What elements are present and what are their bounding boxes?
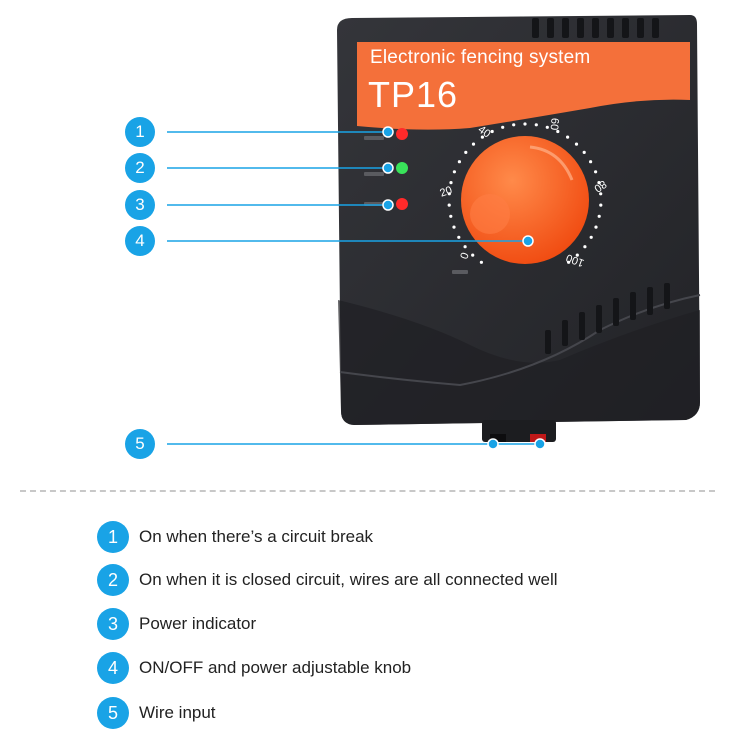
lower-vents [545, 283, 670, 354]
dial-scale-dot [545, 125, 549, 129]
dial-scale-dot [480, 135, 484, 139]
wire-terminals [482, 420, 556, 442]
dial-scale-dot [471, 142, 476, 146]
legend-item-3: 3 Power indicator [97, 608, 256, 640]
power-led [396, 198, 408, 210]
legend-item-5: 5 Wire input [97, 697, 216, 729]
dial-scale-dot [523, 122, 527, 126]
dial-scale-dot [594, 170, 598, 174]
legend-text-3: Power indicator [139, 614, 257, 633]
legend-text-4: ON/OFF and power adjustable knob [139, 658, 412, 677]
dial-scale-dot [597, 181, 601, 185]
callout-badge-1: 1 [125, 117, 155, 147]
dial-scale-dot [589, 235, 593, 239]
legend-badge-5: 5 [97, 697, 129, 729]
legend-item-4: 4 ON/OFF and power adjustable knob [97, 652, 411, 684]
legend-badge-2: 2 [97, 564, 129, 596]
dial-scale-dot [594, 225, 598, 229]
dial-scale-dot [457, 160, 461, 164]
callout-badge-4: 4 [125, 226, 155, 256]
break-indicator-led [396, 128, 408, 140]
label-plate [357, 42, 690, 130]
dial-scale-dot [589, 160, 593, 164]
dial-scale-dot [447, 192, 451, 196]
dial-scale-dot [490, 129, 494, 134]
knob-highlight [470, 194, 510, 234]
dial-scale-dots [447, 122, 603, 264]
dial-scale-dot [567, 260, 571, 264]
callout-badge-3: 3 [125, 190, 155, 220]
device-illustration [167, 15, 701, 450]
housing-bevel-highlight [339, 294, 701, 387]
legend-text-2: On when it is closed circuit, wires are … [139, 570, 558, 589]
legend-text-1: On when there’s a circuit break [139, 527, 374, 546]
dial-scale-dot [566, 135, 570, 139]
dial-scale-dot [582, 150, 586, 154]
dial-scale-dot [583, 245, 587, 249]
dial-scale-dot [471, 253, 475, 257]
dial-scale-dot [599, 203, 603, 207]
dashed-divider [20, 490, 715, 492]
legend-item-2: 2 On when it is closed circuit, wires ar… [97, 564, 558, 596]
callout-lines [167, 131, 540, 445]
legend-text-5: Wire input [139, 703, 216, 722]
callout-badge-5: 5 [125, 429, 155, 459]
dial-scale-dot [449, 181, 453, 185]
device-subtitle: Electronic fencing system [370, 47, 591, 68]
dial-scale-dot [463, 245, 467, 249]
dial-scale-dot [575, 253, 579, 257]
dial-scale-dot [452, 225, 456, 229]
closed-circuit-led [396, 162, 408, 174]
legend-badge-4: 4 [97, 652, 129, 684]
callout-badge-2: 2 [125, 153, 155, 183]
dial-scale-dot [556, 129, 560, 134]
dial-scale-dot [512, 123, 516, 127]
dial-scale-dot [447, 203, 451, 207]
fence-energizer-device: Electronic fencing system TP16 0 20 40 6… [167, 15, 701, 450]
dial-scale-dot [479, 260, 483, 264]
callout-dots [382, 126, 546, 450]
dial-scale-dot [449, 214, 453, 218]
device-model: TP16 [368, 74, 459, 115]
dial-scale-dot [574, 142, 579, 146]
dial-scale-dot [501, 125, 505, 129]
legend-badge-3: 3 [97, 608, 129, 640]
legend-item-1: 1 On when there’s a circuit break [97, 521, 373, 553]
dial-scale-dot [534, 123, 538, 127]
dial-label-60: 60 [547, 117, 561, 131]
dial-scale-dot [597, 214, 601, 218]
dial-scale-dot [599, 192, 603, 196]
top-vents [532, 18, 659, 38]
dial-scale-dot [457, 235, 461, 239]
housing-bevel [338, 300, 700, 425]
knob-grip [529, 145, 574, 181]
dial-scale-dot [464, 150, 468, 154]
legend-badge-1: 1 [97, 521, 129, 553]
dial-scale-dot [452, 170, 456, 174]
